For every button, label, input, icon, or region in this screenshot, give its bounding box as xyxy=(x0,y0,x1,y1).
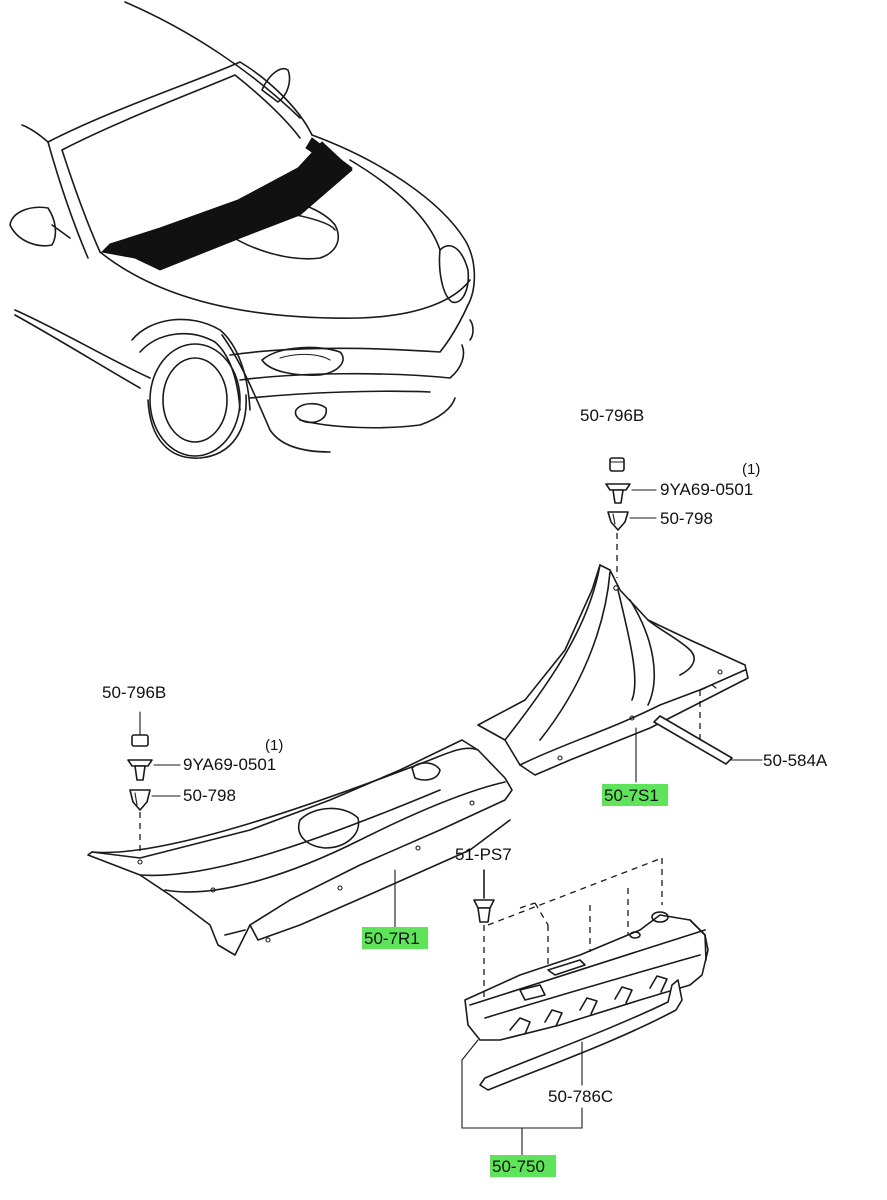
cowl-right-highlight xyxy=(602,784,668,806)
screw-left-icon xyxy=(127,759,153,781)
fastener-icon xyxy=(473,869,495,923)
cap-left-icon xyxy=(131,734,149,747)
wheel xyxy=(149,343,241,457)
seal-strip xyxy=(653,715,733,765)
lower-cowl-assembly xyxy=(464,911,709,1041)
car-illustration xyxy=(9,1,476,459)
label-screw-right: 9YA69-0501 xyxy=(660,480,753,499)
weatherstrip xyxy=(479,979,683,1091)
clip-left-icon xyxy=(129,789,151,811)
assembly-highlight xyxy=(490,1155,556,1177)
label-assembly: 50-750 xyxy=(492,1157,545,1176)
label-screw-right-qty: (1) xyxy=(742,461,760,478)
label-cowl-left: 50-7R1 xyxy=(364,929,420,948)
cowl-highlight-band xyxy=(100,141,353,271)
label-cap-left: 50-796B xyxy=(102,683,166,702)
clip-right-icon xyxy=(607,511,629,531)
label-cap-right: 50-796B xyxy=(580,406,644,425)
label-clip-right: 50-798 xyxy=(660,509,713,528)
cap-right-icon xyxy=(609,457,625,472)
label-screw-left-qty: (1) xyxy=(265,737,283,754)
label-cowl-right: 50-7S1 xyxy=(604,786,659,805)
leader-lines xyxy=(139,489,763,1156)
cowl-left-highlight xyxy=(362,927,428,949)
cowl-panel-left xyxy=(87,739,513,956)
label-weatherstrip: 50-786C xyxy=(548,1087,613,1106)
label-seal: 50-584A xyxy=(763,751,828,770)
label-clip-left: 50-798 xyxy=(183,786,236,805)
screw-right-icon xyxy=(605,483,631,504)
label-screw-left: 9YA69-0501 xyxy=(183,755,276,774)
cowl-panel-right xyxy=(477,564,749,776)
label-fastener: 51-PS7 xyxy=(455,845,512,864)
